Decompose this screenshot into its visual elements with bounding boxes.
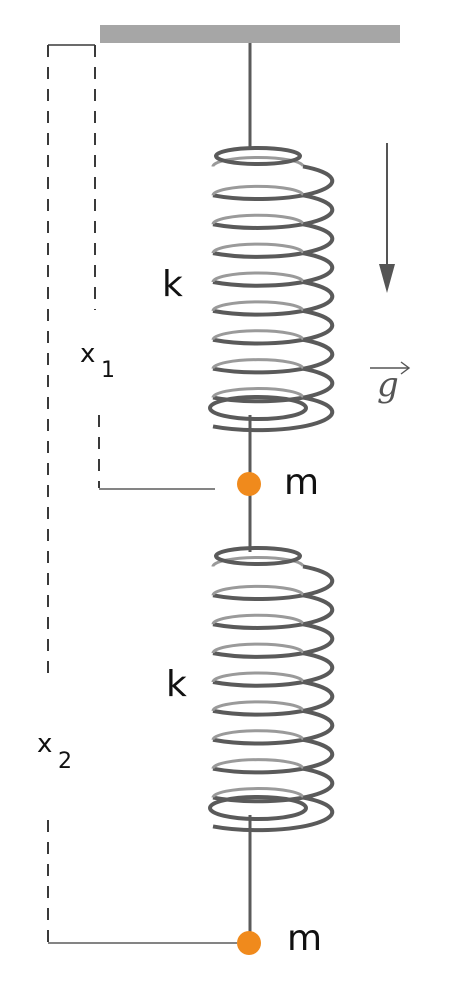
mass-upper bbox=[237, 472, 261, 496]
distance-label-x1: x 1 bbox=[80, 339, 115, 383]
mass-lower-label: m bbox=[287, 918, 322, 959]
spring-coil-front bbox=[212, 795, 335, 833]
spring-coil-front bbox=[212, 737, 335, 775]
spring-coil-front bbox=[212, 680, 335, 717]
ceiling bbox=[100, 25, 400, 43]
spring-coil-front bbox=[212, 280, 335, 317]
mass-lower bbox=[237, 931, 261, 955]
spring-coil-front bbox=[212, 366, 335, 404]
spring-coil-back bbox=[211, 642, 305, 654]
spring-lower-label: k bbox=[166, 664, 187, 705]
spring-coil-front bbox=[212, 193, 335, 230]
spring-coil-back bbox=[211, 555, 305, 567]
spring-lower bbox=[208, 546, 335, 833]
spring-coil-front bbox=[212, 308, 335, 346]
spring-coil-back bbox=[211, 671, 305, 683]
spring-coil-back bbox=[211, 271, 305, 283]
x2-subscript: 2 bbox=[58, 749, 72, 774]
spring-coil-front bbox=[212, 564, 335, 602]
spring-coil-front bbox=[212, 251, 335, 288]
distance-guides bbox=[47, 44, 237, 944]
gravity-vector-head bbox=[400, 361, 411, 375]
spring-coil-back bbox=[211, 213, 305, 225]
spring-coil-back bbox=[211, 729, 305, 741]
x1-subscript: 1 bbox=[101, 358, 115, 383]
spring-coil-back bbox=[211, 584, 305, 596]
spring-coil-front bbox=[212, 622, 335, 659]
spring-coil-front bbox=[212, 766, 335, 804]
spring-end-loop bbox=[214, 146, 302, 166]
spring-coil-back bbox=[211, 358, 305, 370]
spring-coil-back bbox=[211, 329, 305, 341]
spring-end-loop bbox=[214, 546, 302, 566]
spring-coil-front bbox=[212, 593, 335, 630]
spring-coil-back bbox=[211, 700, 305, 712]
gravity-label: g bbox=[370, 361, 411, 405]
spring-coil-back bbox=[211, 184, 305, 196]
gravity-symbol: g bbox=[377, 365, 399, 405]
spring-coil-back bbox=[211, 155, 305, 167]
spring-end-loop bbox=[208, 395, 308, 421]
gravity-arrow-head bbox=[379, 264, 395, 293]
spring-coil-front bbox=[212, 395, 335, 433]
spring-coil-front bbox=[212, 222, 335, 259]
spring-upper-label: k bbox=[162, 264, 183, 305]
spring-coil-front bbox=[212, 337, 335, 375]
spring-coil-back bbox=[211, 242, 305, 254]
spring-upper bbox=[208, 146, 335, 433]
spring-coil-front bbox=[212, 651, 335, 688]
spring-coil-back bbox=[211, 787, 305, 798]
spring-coil-front bbox=[212, 164, 335, 202]
spring-coil-back bbox=[211, 387, 305, 398]
distance-label-x2: x 2 bbox=[37, 729, 72, 774]
x1-base: x bbox=[80, 339, 95, 369]
mass-upper-label: m bbox=[284, 462, 319, 503]
spring-coil-back bbox=[211, 758, 305, 770]
spring-coil-front bbox=[212, 708, 335, 746]
x2-base: x bbox=[37, 729, 52, 759]
gravity-arrow bbox=[379, 143, 395, 293]
spring-end-loop bbox=[208, 795, 308, 821]
spring-coil-back bbox=[211, 613, 305, 625]
spring-coil-back bbox=[211, 300, 305, 312]
